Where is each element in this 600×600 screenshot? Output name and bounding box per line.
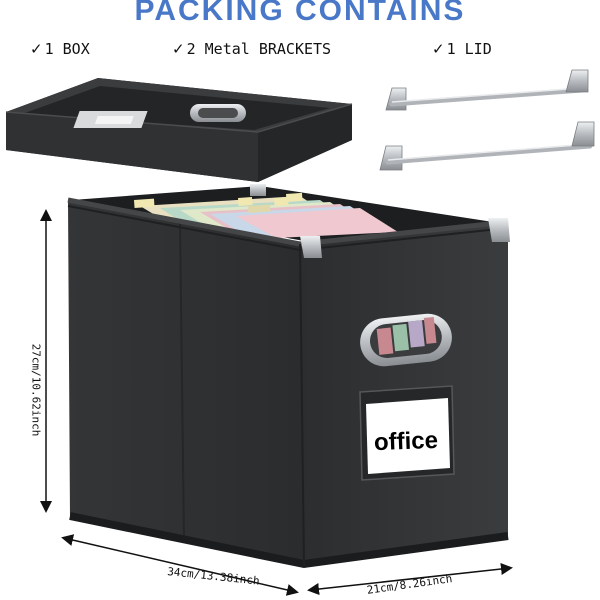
contents-item-brackets: ✓2 Metal BRACKETS <box>172 40 331 58</box>
depth-arrow <box>307 563 513 595</box>
box-image <box>67 184 510 569</box>
contents-item-lid: ✓1 LID <box>432 40 492 58</box>
bracket-image <box>385 69 589 111</box>
bracket-image <box>379 121 595 171</box>
contents-item-label: 1 LID <box>446 40 492 58</box>
contents-item-label: 1 BOX <box>44 40 90 58</box>
box-label-text: office <box>373 426 439 457</box>
handle-image <box>360 313 452 367</box>
contents-item-label: 2 Metal BRACKETS <box>186 40 332 58</box>
check-icon: ✓ <box>172 40 185 58</box>
width-arrow <box>61 534 299 596</box>
check-icon: ✓ <box>30 40 43 58</box>
contents-item-box: ✓1 BOX <box>30 40 90 58</box>
check-icon: ✓ <box>432 40 445 58</box>
contents-list: ✓1 BOX ✓2 Metal BRACKETS ✓1 LID <box>0 40 600 66</box>
label-holder <box>359 385 455 481</box>
page-title: PACKING CONTAINS <box>134 0 466 27</box>
height-dimension: 27cm/10.62inch <box>29 343 43 437</box>
lid-image <box>5 78 353 182</box>
